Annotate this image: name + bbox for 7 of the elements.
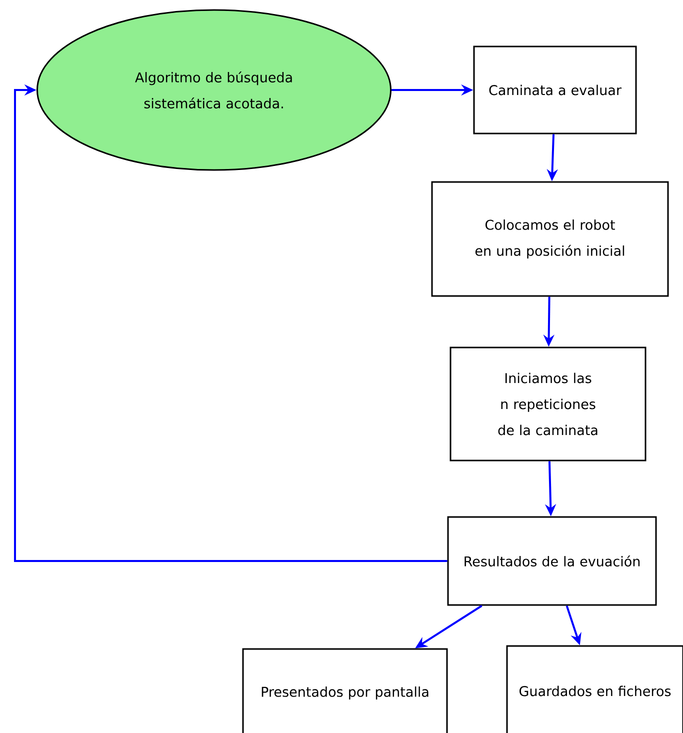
process-box: Iniciamos las n repeticiones de la caminata bbox=[450, 346, 646, 462]
process-box: Guardados en ficheros bbox=[506, 645, 683, 733]
process-box: Resultados de la evuación bbox=[447, 516, 657, 606]
process-box: Presentados por pantalla bbox=[242, 648, 448, 733]
process-box: Colocamos el robot en una posición inicial bbox=[431, 181, 669, 297]
arrow bbox=[14, 84, 448, 562]
process-box: Caminata a evaluar bbox=[473, 46, 637, 134]
